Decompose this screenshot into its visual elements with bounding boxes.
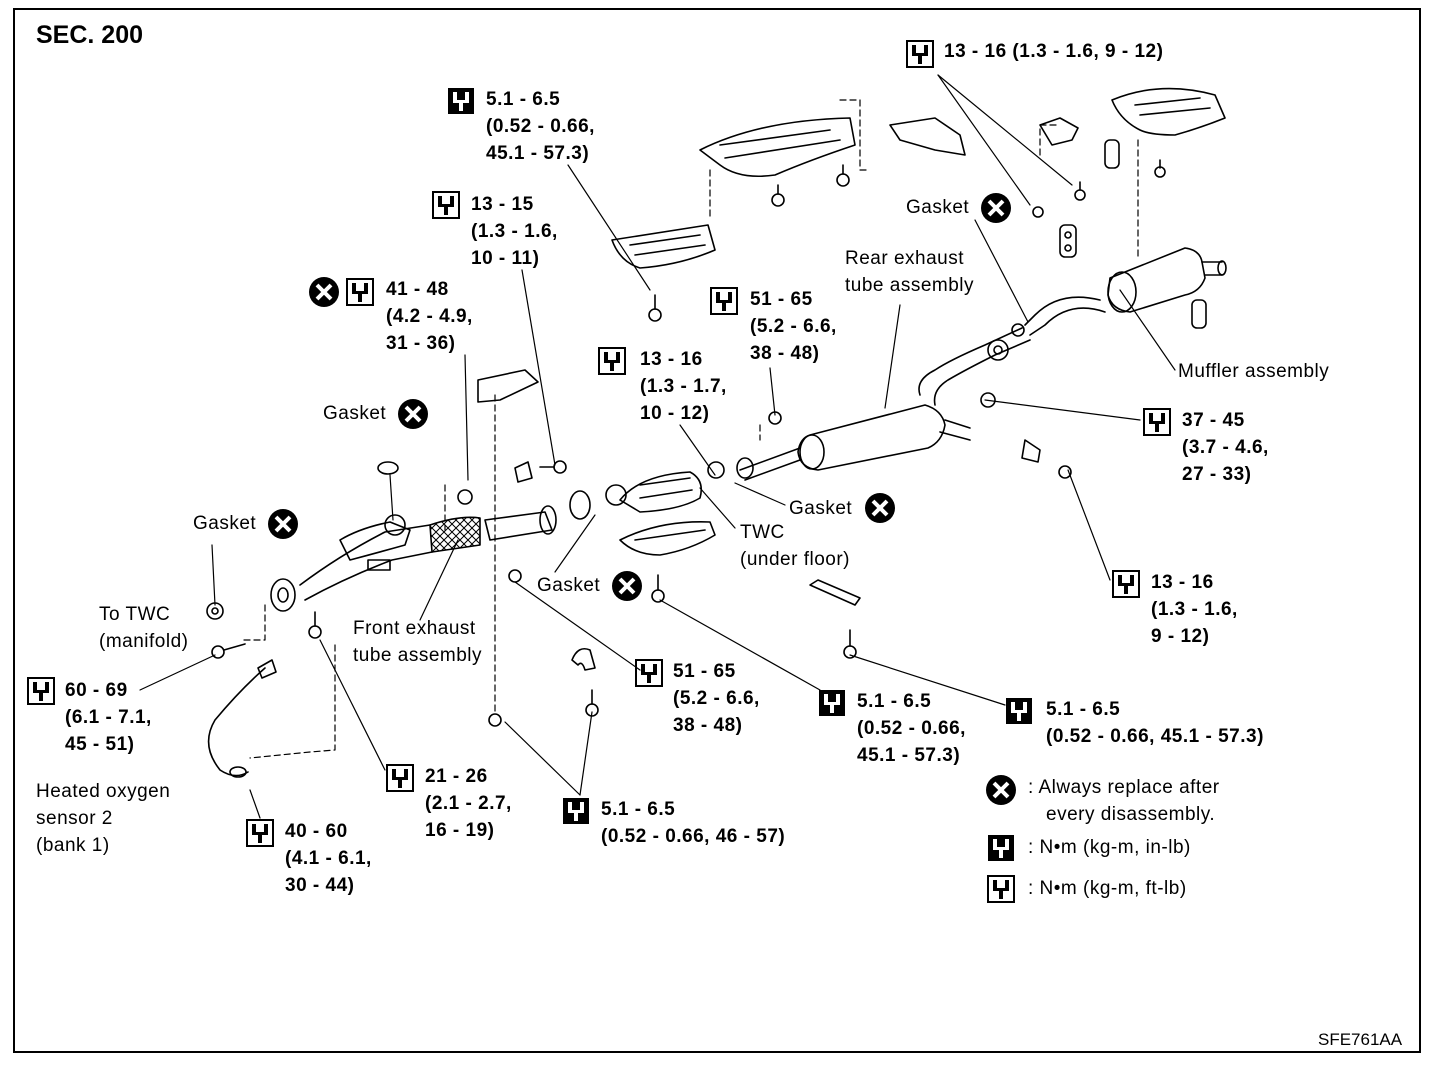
torque-value: 45 - 51): [65, 734, 135, 755]
torque-value: 9 - 12): [1151, 626, 1210, 647]
torque-in-lb-icon: [987, 834, 1015, 867]
torque-ft-lb-icon: [346, 278, 374, 311]
torque-value: 13 - 16: [640, 349, 703, 370]
torque-value: (6.1 - 7.1,: [65, 707, 152, 728]
upper-heat-shields: [611, 117, 966, 322]
torque-value: 10 - 12): [640, 403, 710, 424]
torque-value: 38 - 48): [750, 343, 820, 364]
torque-value: 5.1 - 6.5: [601, 799, 676, 820]
gasket-label: Gasket: [789, 498, 853, 519]
torque-ft-lb-icon: [987, 875, 1015, 908]
torque-value: 45.1 - 57.3): [486, 143, 590, 164]
torque-value: 51 - 65: [673, 661, 736, 682]
torque-value: 13 - 15: [471, 194, 534, 215]
torque-value: (0.52 - 0.66, 46 - 57): [601, 826, 786, 847]
torque-value: (1.3 - 1.6,: [1151, 599, 1238, 620]
clamp-and-strap: [571, 579, 861, 717]
torque-ft-lb-icon: [906, 40, 934, 73]
torque-value: 37 - 45: [1182, 410, 1245, 431]
torque-in-lb-icon: [562, 797, 590, 830]
replace-after-disassembly-icon: [611, 570, 643, 607]
replace-after-disassembly-icon: [308, 276, 340, 313]
torque-ft-lb-icon: [246, 819, 274, 852]
gasket-label: Gasket: [323, 403, 387, 424]
to-twc-label: To TWC: [99, 604, 171, 625]
torque-value: 10 - 11): [471, 248, 540, 269]
diagram-frame: [13, 8, 1421, 1053]
torque-value: 41 - 48: [386, 279, 449, 300]
front-exhaust-tube-label: Front exhaust: [353, 618, 476, 639]
replace-after-disassembly-icon: [397, 398, 429, 435]
replace-after-disassembly-icon: [980, 192, 1012, 229]
torque-value: (0.52 - 0.66, 45.1 - 57.3): [1046, 726, 1264, 747]
torque-ft-lb-icon: [598, 347, 626, 380]
torque-value: (5.2 - 6.6,: [673, 688, 760, 709]
torque-value: 5.1 - 6.5: [486, 89, 561, 110]
rear-exhaust-tube-label: tube assembly: [845, 275, 975, 296]
torque-ft-lb-icon: [710, 287, 738, 320]
oxygen-sensor-label: Heated oxygen: [36, 781, 171, 802]
torque-value: 60 - 69: [65, 680, 128, 701]
torque-ft-lb-icon: [386, 764, 414, 797]
gasket-label: Gasket: [193, 513, 257, 534]
torque-value: 38 - 48): [673, 715, 743, 736]
torque-value: (3.7 - 4.6,: [1182, 437, 1269, 458]
torque-value: (5.2 - 6.6,: [750, 316, 837, 337]
torque-value: (2.1 - 2.7,: [425, 793, 512, 814]
torque-value: 13 - 16 (1.3 - 1.6, 9 - 12): [944, 41, 1164, 62]
twc-label: TWC: [740, 522, 785, 543]
torque-value: (1.3 - 1.6,: [471, 221, 558, 242]
torque-value: 40 - 60: [285, 821, 348, 842]
muffler-assembly-label: Muffler assembly: [1178, 361, 1330, 382]
torque-value: (0.52 - 0.66,: [857, 718, 966, 739]
rear-exhaust-tube-label: Rear exhaust: [845, 248, 965, 269]
legend-in-lb-text: : N•m (kg-m, in-lb): [1028, 837, 1191, 858]
torque-value: 30 - 44): [285, 875, 355, 896]
torque-value: 21 - 26: [425, 766, 488, 787]
to-twc-label: (manifold): [99, 631, 189, 652]
torque-value: 16 - 19): [425, 820, 495, 841]
replace-after-disassembly-icon: [985, 774, 1017, 811]
torque-value: 27 - 33): [1182, 464, 1252, 485]
gasket-label: Gasket: [906, 197, 970, 218]
twc-label: (under floor): [740, 549, 850, 570]
oxygen-sensor-label: (bank 1): [36, 835, 110, 856]
torque-ft-lb-icon: [432, 191, 460, 224]
muffler-assembly: [1011, 87, 1227, 337]
heated-oxygen-sensor: [207, 659, 277, 778]
torque-value: (4.1 - 6.1,: [285, 848, 372, 869]
figure-code: SFE761AA: [1318, 1030, 1403, 1049]
replace-after-disassembly-icon: [267, 508, 299, 545]
torque-value: 5.1 - 6.5: [857, 691, 932, 712]
gasket-label: Gasket: [537, 575, 601, 596]
torque-ft-lb-icon: [635, 659, 663, 692]
torque-value: 45.1 - 57.3): [857, 745, 961, 766]
torque-in-lb-icon: [818, 689, 846, 722]
torque-in-lb-icon: [447, 87, 475, 120]
twc-under-floor: [569, 461, 725, 603]
torque-value: (0.52 - 0.66,: [486, 116, 595, 137]
rear-exhaust-tube: [736, 327, 1072, 481]
torque-value: 51 - 65: [750, 289, 813, 310]
legend-replace-text: : Always replace after: [1028, 777, 1220, 798]
front-exhaust-tube: [206, 369, 567, 727]
oxygen-sensor-label: sensor 2: [36, 808, 113, 829]
torque-value: 5.1 - 6.5: [1046, 699, 1121, 720]
front-exhaust-tube-label: tube assembly: [353, 645, 483, 666]
torque-value: 13 - 16: [1151, 572, 1214, 593]
torque-value: (4.2 - 4.9,: [386, 306, 473, 327]
torque-value: 31 - 36): [386, 333, 456, 354]
torque-ft-lb-icon: [1143, 408, 1171, 441]
legend-replace-text: every disassembly.: [1046, 804, 1216, 825]
alignment-lines: [239, 99, 1139, 759]
legend-ft-lb-text: : N•m (kg-m, ft-lb): [1028, 878, 1187, 899]
torque-ft-lb-icon: [27, 677, 55, 710]
replace-after-disassembly-icon: [864, 492, 896, 529]
torque-value: (1.3 - 1.7,: [640, 376, 727, 397]
torque-in-lb-icon: [1005, 697, 1033, 730]
torque-ft-lb-icon: [1112, 570, 1140, 603]
leader-lines: [139, 74, 1176, 819]
section-title: SEC. 200: [36, 21, 144, 49]
